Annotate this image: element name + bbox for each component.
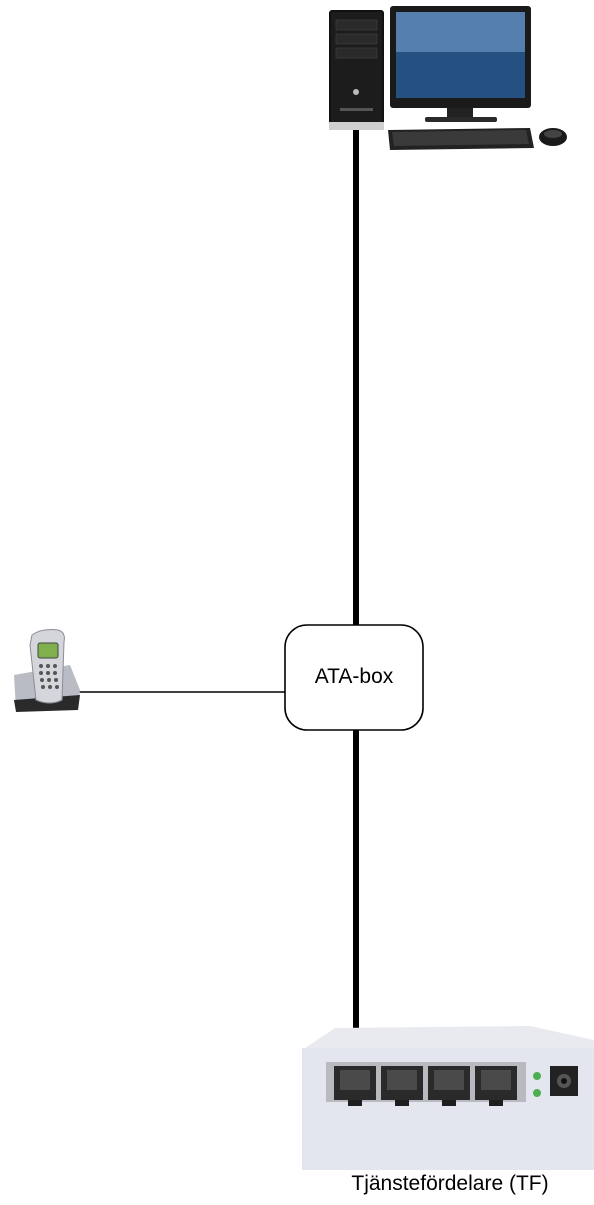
ata-box-label: ATA-box [283, 623, 425, 731]
network-switch-icon [302, 1026, 594, 1170]
tf-label: Tjänstefördelare (TF) [300, 1172, 594, 1196]
cordless-phone-icon [14, 630, 80, 712]
desktop-computer-icon [329, 6, 567, 150]
